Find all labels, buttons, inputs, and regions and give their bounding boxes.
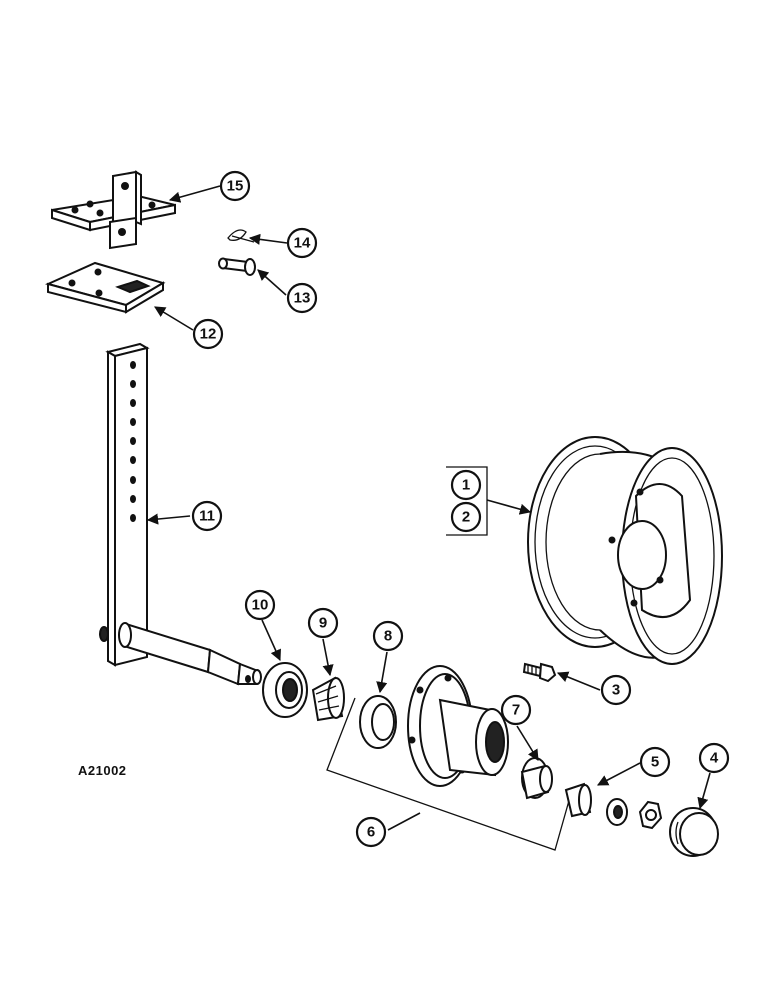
- arm-holes: [130, 361, 136, 522]
- callout-3-label: 3: [612, 682, 620, 699]
- callout-13-label: 13: [294, 290, 311, 307]
- callout-9: 9: [307, 607, 339, 639]
- figure-code-label: A21002: [78, 763, 127, 778]
- callout-15: 15: [219, 170, 251, 202]
- outer-bearing-cup-part: [520, 757, 553, 800]
- bearing-cone-part: [311, 676, 345, 722]
- callout-10: 10: [244, 589, 276, 621]
- callout-5: 5: [639, 746, 671, 778]
- callout-6-label: 6: [367, 824, 375, 841]
- callout-14-label: 14: [294, 235, 311, 252]
- callout-11-label: 11: [199, 508, 215, 525]
- bearing-cup-part: [359, 695, 397, 749]
- callout-4-label: 4: [710, 750, 719, 767]
- wheel-bolt-part: [522, 662, 557, 683]
- callout-13: 13: [286, 282, 318, 314]
- callout-15-label: 15: [227, 178, 244, 195]
- callout-12: 12: [192, 318, 224, 350]
- outer-bearing-cone-part: [564, 782, 592, 818]
- mounting-bracket-part: [51, 170, 176, 250]
- castle-nut-part: [638, 800, 663, 830]
- callout-7: 7: [500, 694, 532, 726]
- callout-6: 6: [355, 816, 387, 848]
- callout-4: 4: [698, 742, 730, 774]
- callout-10-label: 10: [252, 597, 269, 614]
- callout-2-label: 2: [462, 509, 470, 526]
- callout-11: 11: [191, 500, 223, 532]
- callout-12-label: 12: [200, 326, 217, 343]
- callout-8: 8: [372, 620, 404, 652]
- washer-part: [606, 798, 628, 826]
- dust-cap-part: [669, 807, 719, 857]
- callout-1-label: 1: [462, 477, 470, 494]
- spindle-arm-part: [99, 342, 262, 686]
- callout-5-label: 5: [651, 754, 659, 771]
- bracket-1-2: [446, 466, 488, 536]
- callout-1: 1: [450, 469, 482, 501]
- seal-part: [262, 662, 308, 718]
- clevis-pin-part: [218, 257, 256, 276]
- callout-8-label: 8: [384, 628, 392, 645]
- callout-14: 14: [286, 227, 318, 259]
- wheel-part: [527, 436, 723, 665]
- leader-lines: [146, 185, 711, 831]
- callout-2: 2: [450, 501, 482, 533]
- callout-3: 3: [600, 674, 632, 706]
- plate-part: [45, 261, 166, 314]
- callout-9-label: 9: [319, 615, 327, 632]
- cotter-pin-part: [227, 229, 255, 243]
- callout-7-label: 7: [512, 702, 520, 719]
- hub-part: [326, 665, 573, 851]
